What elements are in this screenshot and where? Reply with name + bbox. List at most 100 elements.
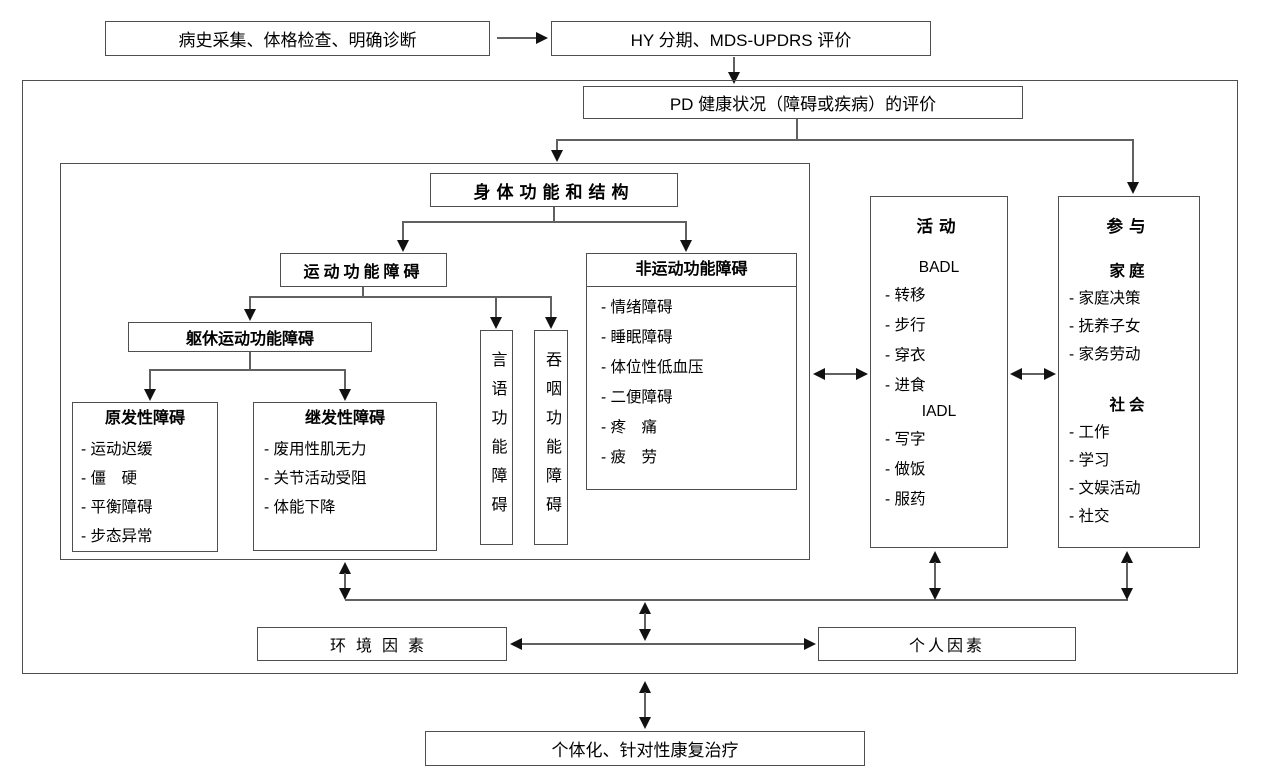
- arrow-down-icon: [244, 309, 256, 321]
- iadl-list: - 写字 - 做饭 - 服药: [871, 421, 1007, 515]
- swallow-dysfunction-label: 吞咽功能障碍: [543, 350, 560, 525]
- arrow-history-to-staging-shaft: [497, 37, 536, 39]
- trunk-motor-dysfunction-box: 躯休运动功能障碍: [128, 322, 372, 352]
- participation-title: 参与: [1106, 218, 1152, 236]
- society-list: - 工作 - 学习 - 文娱活动 - 社交: [1059, 415, 1199, 531]
- arrow-up-icon: [929, 551, 941, 563]
- arrow-down-icon: [144, 389, 156, 401]
- treatment-label: 个体化、针对性康复治疗: [551, 741, 739, 760]
- list-item: - 进食: [885, 377, 926, 394]
- motor-branch-line: [250, 296, 552, 298]
- arrow-left-icon: [1010, 368, 1022, 380]
- secondary-disorders-box: 继发性障碍 - 废用性肌无力 - 关节活动受阻 - 体能下降: [253, 402, 437, 551]
- arrow-up-icon: [639, 681, 651, 693]
- arrow-staging-to-pd-shaft: [733, 57, 735, 73]
- arrow-right-icon: [1044, 368, 1056, 380]
- body-function-structure-label: 身体功能和结构: [473, 182, 635, 202]
- personal-factors-box: 个人因素: [818, 627, 1076, 661]
- list-item: - 家务劳动: [1069, 346, 1141, 363]
- list-item: - 运动迟缓: [81, 441, 153, 458]
- list-item: - 学习: [1069, 452, 1110, 469]
- list-item: - 穿衣: [885, 347, 926, 364]
- list-item: - 平衡障碍: [81, 499, 153, 516]
- arrow-down-icon: [728, 72, 740, 84]
- arrow-right-icon: [536, 32, 548, 44]
- arrow-right-icon: [856, 368, 868, 380]
- primary-disorders-list: - 运动迟缓 - 僵 硬 - 平衡障碍 - 步态异常: [73, 435, 217, 551]
- arrow-left-icon: [510, 638, 522, 650]
- pd-health-label: PD 健康状况（障碍或疾病）的评价: [669, 95, 937, 114]
- arrow-down-icon: [490, 317, 502, 329]
- activity-box: 活动 BADL - 转移 - 步行 - 穿衣 - 进食 IADL - 写字 - …: [870, 196, 1008, 548]
- arrow-down-icon: [1121, 588, 1133, 600]
- hy-updrs-label: HY 分期、MDS-UPDRS 评价: [630, 31, 852, 50]
- trunk-branch-line: [150, 369, 346, 371]
- list-item: - 服药: [885, 491, 926, 508]
- arrow-up-icon: [339, 562, 351, 574]
- motor-dysfunction-label: 运动功能障碍: [303, 264, 424, 281]
- context-connector-line: [345, 599, 1128, 601]
- arrow-down-icon: [639, 717, 651, 729]
- motor-down-line: [362, 287, 364, 297]
- env-personal-double-arrow-shaft: [522, 643, 804, 645]
- nonmotor-dysfunction-title: 非运动功能障碍: [587, 254, 796, 287]
- list-item: - 关节活动受阻: [264, 470, 367, 487]
- branch-to-trunk-shaft: [249, 296, 251, 310]
- list-item: - 写字: [885, 431, 926, 448]
- icf-outer-frame: [22, 80, 1238, 674]
- list-item: - 家庭决策: [1069, 290, 1141, 307]
- arrow-up-icon: [639, 602, 651, 614]
- participation-context-double-arrow-shaft: [1126, 562, 1128, 589]
- arrow-down-icon: [545, 317, 557, 329]
- body-function-frame: [60, 163, 810, 560]
- trunk-down-line: [249, 352, 251, 369]
- primary-disorders-box: 原发性障碍 - 运动迟缓 - 僵 硬 - 平衡障碍 - 步态异常: [72, 402, 218, 552]
- body-down-line: [553, 207, 555, 222]
- branch-to-speech-shaft: [495, 296, 497, 318]
- list-item: - 社交: [1069, 508, 1110, 525]
- environmental-factors-box: 环境因素: [257, 627, 507, 661]
- history-exam-diagnosis-label: 病史采集、体格检查、明确诊断: [178, 31, 417, 50]
- nonmotor-dysfunction-box: 非运动功能障碍 - 情绪障碍 - 睡眠障碍 - 体位性低血压 - 二便障碍 - …: [586, 253, 797, 490]
- list-item: - 步态异常: [81, 528, 153, 545]
- branch-to-nonmotor-shaft: [685, 221, 687, 241]
- secondary-disorders-list: - 废用性肌无力 - 关节活动受阻 - 体能下降: [254, 435, 436, 522]
- arrow-up-icon: [1121, 551, 1133, 563]
- branch-to-motor-shaft: [402, 221, 404, 241]
- society-label: 社会: [1109, 397, 1149, 414]
- arrow-down-icon: [1127, 182, 1139, 194]
- arrow-right-icon: [804, 638, 816, 650]
- list-item: - 疼 痛: [601, 419, 657, 436]
- participation-box: 参与 家庭 - 家庭决策 - 抚养子女 - 家务劳动 社会 - 工作 - 学习 …: [1058, 196, 1200, 548]
- list-item: - 工作: [1069, 424, 1110, 441]
- list-item: - 步行: [885, 317, 926, 334]
- pd-down-line: [796, 119, 798, 139]
- swallow-dysfunction-box: 吞咽功能障碍: [534, 330, 568, 545]
- branch-to-participation-shaft: [1132, 139, 1134, 182]
- list-item: - 二便障碍: [601, 389, 673, 406]
- list-item: - 情绪障碍: [601, 299, 673, 316]
- arrow-down-icon: [639, 629, 651, 641]
- body-activity-double-arrow-shaft: [825, 373, 856, 375]
- activity-title: 活动: [916, 218, 962, 236]
- speech-dysfunction-label: 言语功能障碍: [488, 350, 506, 525]
- list-item: - 做饭: [885, 461, 926, 478]
- pd-branch-line: [557, 139, 1134, 141]
- pd-health-box: PD 健康状况（障碍或疾病）的评价: [583, 86, 1023, 119]
- primary-disorders-title: 原发性障碍: [104, 410, 185, 427]
- list-item: - 文娱活动: [1069, 480, 1141, 497]
- motor-dysfunction-box: 运动功能障碍: [280, 253, 447, 287]
- branch-to-swallow-shaft: [550, 296, 552, 318]
- arrow-down-icon: [551, 150, 563, 162]
- badl-list: - 转移 - 步行 - 穿衣 - 进食: [871, 277, 1007, 401]
- secondary-disorders-title: 继发性障碍: [304, 410, 385, 427]
- body-branch-line: [403, 221, 687, 223]
- list-item: - 抚养子女: [1069, 318, 1141, 335]
- arrow-down-icon: [339, 389, 351, 401]
- activity-participation-double-arrow-shaft: [1022, 373, 1044, 375]
- branch-to-body-shaft: [556, 139, 558, 151]
- personal-factors-label: 个人因素: [908, 638, 985, 655]
- arrow-down-icon: [397, 240, 409, 252]
- connector-factors-double-arrow-shaft: [644, 613, 646, 630]
